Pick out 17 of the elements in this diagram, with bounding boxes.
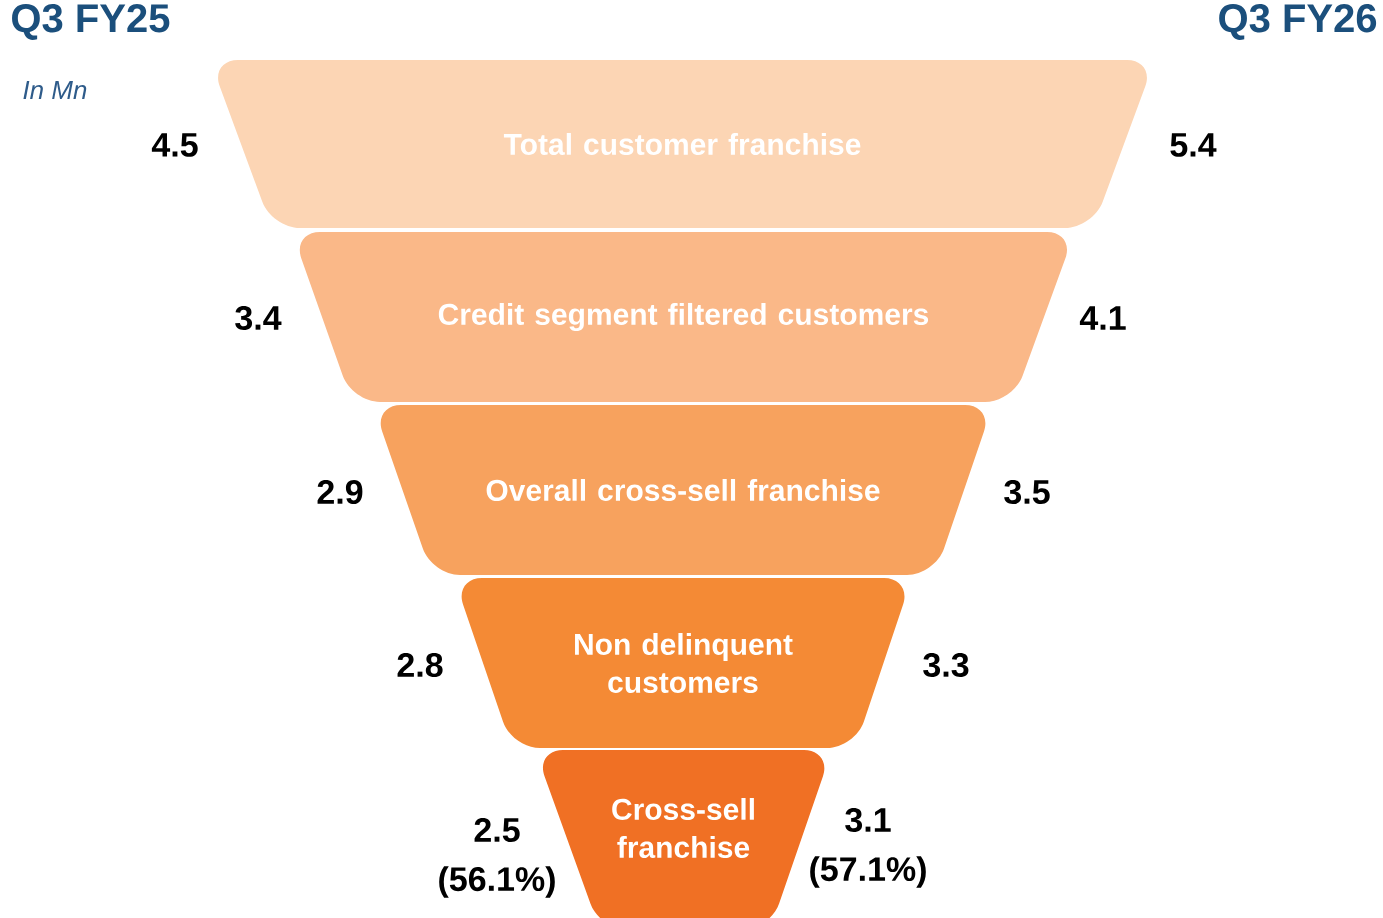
value-label: 3.5 xyxy=(1004,479,1050,505)
value-label: 2.9 xyxy=(317,479,363,505)
funnel-stage: Credit segment filtered customers xyxy=(299,232,1067,402)
unit-note: In Mn xyxy=(23,81,87,99)
value-label: 2.8 xyxy=(397,652,443,678)
value-label: 4.1 xyxy=(1079,306,1126,330)
funnel-stage: Overall cross-sell franchise xyxy=(380,405,986,575)
value-label: 5.4 xyxy=(1170,133,1217,157)
funnel-stage: Non delinquent customers xyxy=(461,578,905,748)
value-label: 3.4 xyxy=(235,305,282,331)
column-heading: Q3 FY26 xyxy=(1219,4,1377,40)
value-label: 2.5 xyxy=(474,817,520,843)
value-label: 3.3 xyxy=(923,652,969,678)
column-heading: Q3 FY25 xyxy=(12,4,170,40)
funnel-stage: Total customer franchise xyxy=(218,60,1147,228)
value-label: 3.1 xyxy=(845,807,891,833)
value-label: 4.5 xyxy=(151,133,198,157)
